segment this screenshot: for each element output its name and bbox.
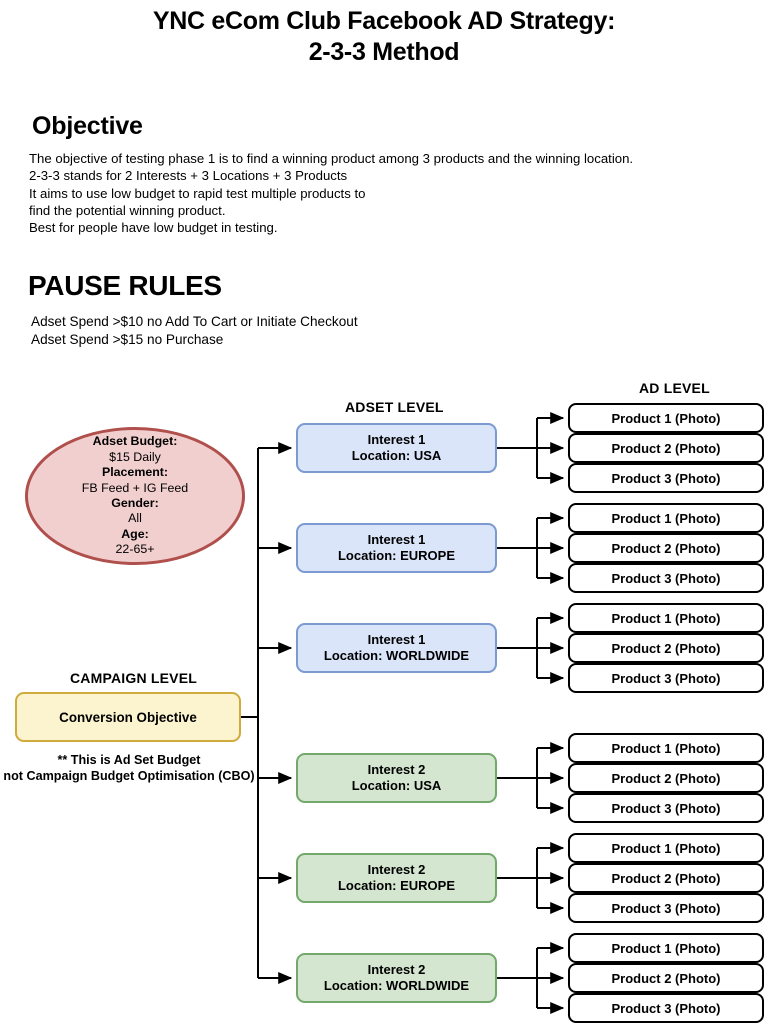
adset-location-label: Location: EUROPE: [337, 878, 455, 893]
product-box-5-1[interactable]: Product 1 (Photo): [568, 833, 764, 863]
campaign-budget-note: ** This is Ad Set Budget not Campaign Bu…: [3, 753, 255, 783]
product-box-3-2[interactable]: Product 2 (Photo): [568, 633, 764, 663]
adset-location-label: Location: USA: [351, 778, 442, 793]
adset-location-label: Location: EUROPE: [337, 548, 455, 563]
page-title: YNC eCom Club Facebook AD Strategy: 2-3-…: [0, 6, 768, 68]
adset-interest-label: Interest 1: [367, 432, 426, 447]
product-box-2-2[interactable]: Product 2 (Photo): [568, 533, 764, 563]
adset-interest-label: Interest 1: [367, 632, 426, 647]
objective-body-text: The objective of testing phase 1 is to f…: [29, 151, 634, 236]
campaign-objective-box[interactable]: Conversion Objective: [15, 692, 241, 742]
product-box-6-1[interactable]: Product 1 (Photo): [568, 933, 764, 963]
gender-value: All: [128, 511, 142, 526]
budget-label: Adset Budget:: [92, 434, 178, 449]
product-box-2-1[interactable]: Product 1 (Photo): [568, 503, 764, 533]
product-box-3-1[interactable]: Product 1 (Photo): [568, 603, 764, 633]
adset-interest-label: Interest 2: [367, 962, 426, 977]
pause-rules-body-text: Adset Spend >$10 no Add To Cart or Initi…: [31, 314, 358, 347]
product-box-5-2[interactable]: Product 2 (Photo): [568, 863, 764, 893]
product-box-4-1[interactable]: Product 1 (Photo): [568, 733, 764, 763]
placement-label: Placement:: [101, 465, 169, 480]
adset-level-header: ADSET LEVEL: [345, 399, 444, 415]
adset-interest-label: Interest 2: [367, 762, 426, 777]
budget-value: $15 Daily: [109, 449, 161, 464]
adset-location-label: Location: WORLDWIDE: [323, 648, 470, 663]
placement-value: FB Feed + IG Feed: [81, 480, 189, 495]
page-title-line-1: YNC eCom Club Facebook AD Strategy:: [152, 7, 616, 35]
product-box-5-3[interactable]: Product 3 (Photo): [568, 893, 764, 923]
product-box-1-3[interactable]: Product 3 (Photo): [568, 463, 764, 493]
product-box-4-3[interactable]: Product 3 (Photo): [568, 793, 764, 823]
product-box-3-3[interactable]: Product 3 (Photo): [568, 663, 764, 693]
age-value: 22-65+: [115, 542, 155, 557]
campaign-level-header: CAMPAIGN LEVEL: [70, 670, 197, 686]
product-box-1-1[interactable]: Product 1 (Photo): [568, 403, 764, 433]
page-title-line-2: 2-3-3 Method: [308, 38, 460, 66]
adset-location-label: Location: USA: [351, 448, 442, 463]
adset-location-label: Location: WORLDWIDE: [323, 978, 470, 993]
age-label: Age:: [121, 526, 149, 541]
pause-rules-heading: PAUSE RULES: [28, 270, 222, 301]
product-box-6-2[interactable]: Product 2 (Photo): [568, 963, 764, 993]
product-box-4-2[interactable]: Product 2 (Photo): [568, 763, 764, 793]
adset-budget-ellipse: Adset Budget: $15 Daily Placement: FB Fe…: [25, 427, 245, 565]
gender-label: Gender:: [111, 496, 159, 510]
objective-heading: Objective: [32, 112, 143, 140]
product-box-2-3[interactable]: Product 3 (Photo): [568, 563, 764, 593]
ad-level-header: AD LEVEL: [639, 380, 710, 396]
product-box-1-2[interactable]: Product 2 (Photo): [568, 433, 764, 463]
product-box-6-3[interactable]: Product 3 (Photo): [568, 993, 764, 1023]
adset-interest-label: Interest 1: [367, 532, 426, 547]
adset-interest-label: Interest 2: [367, 862, 426, 877]
